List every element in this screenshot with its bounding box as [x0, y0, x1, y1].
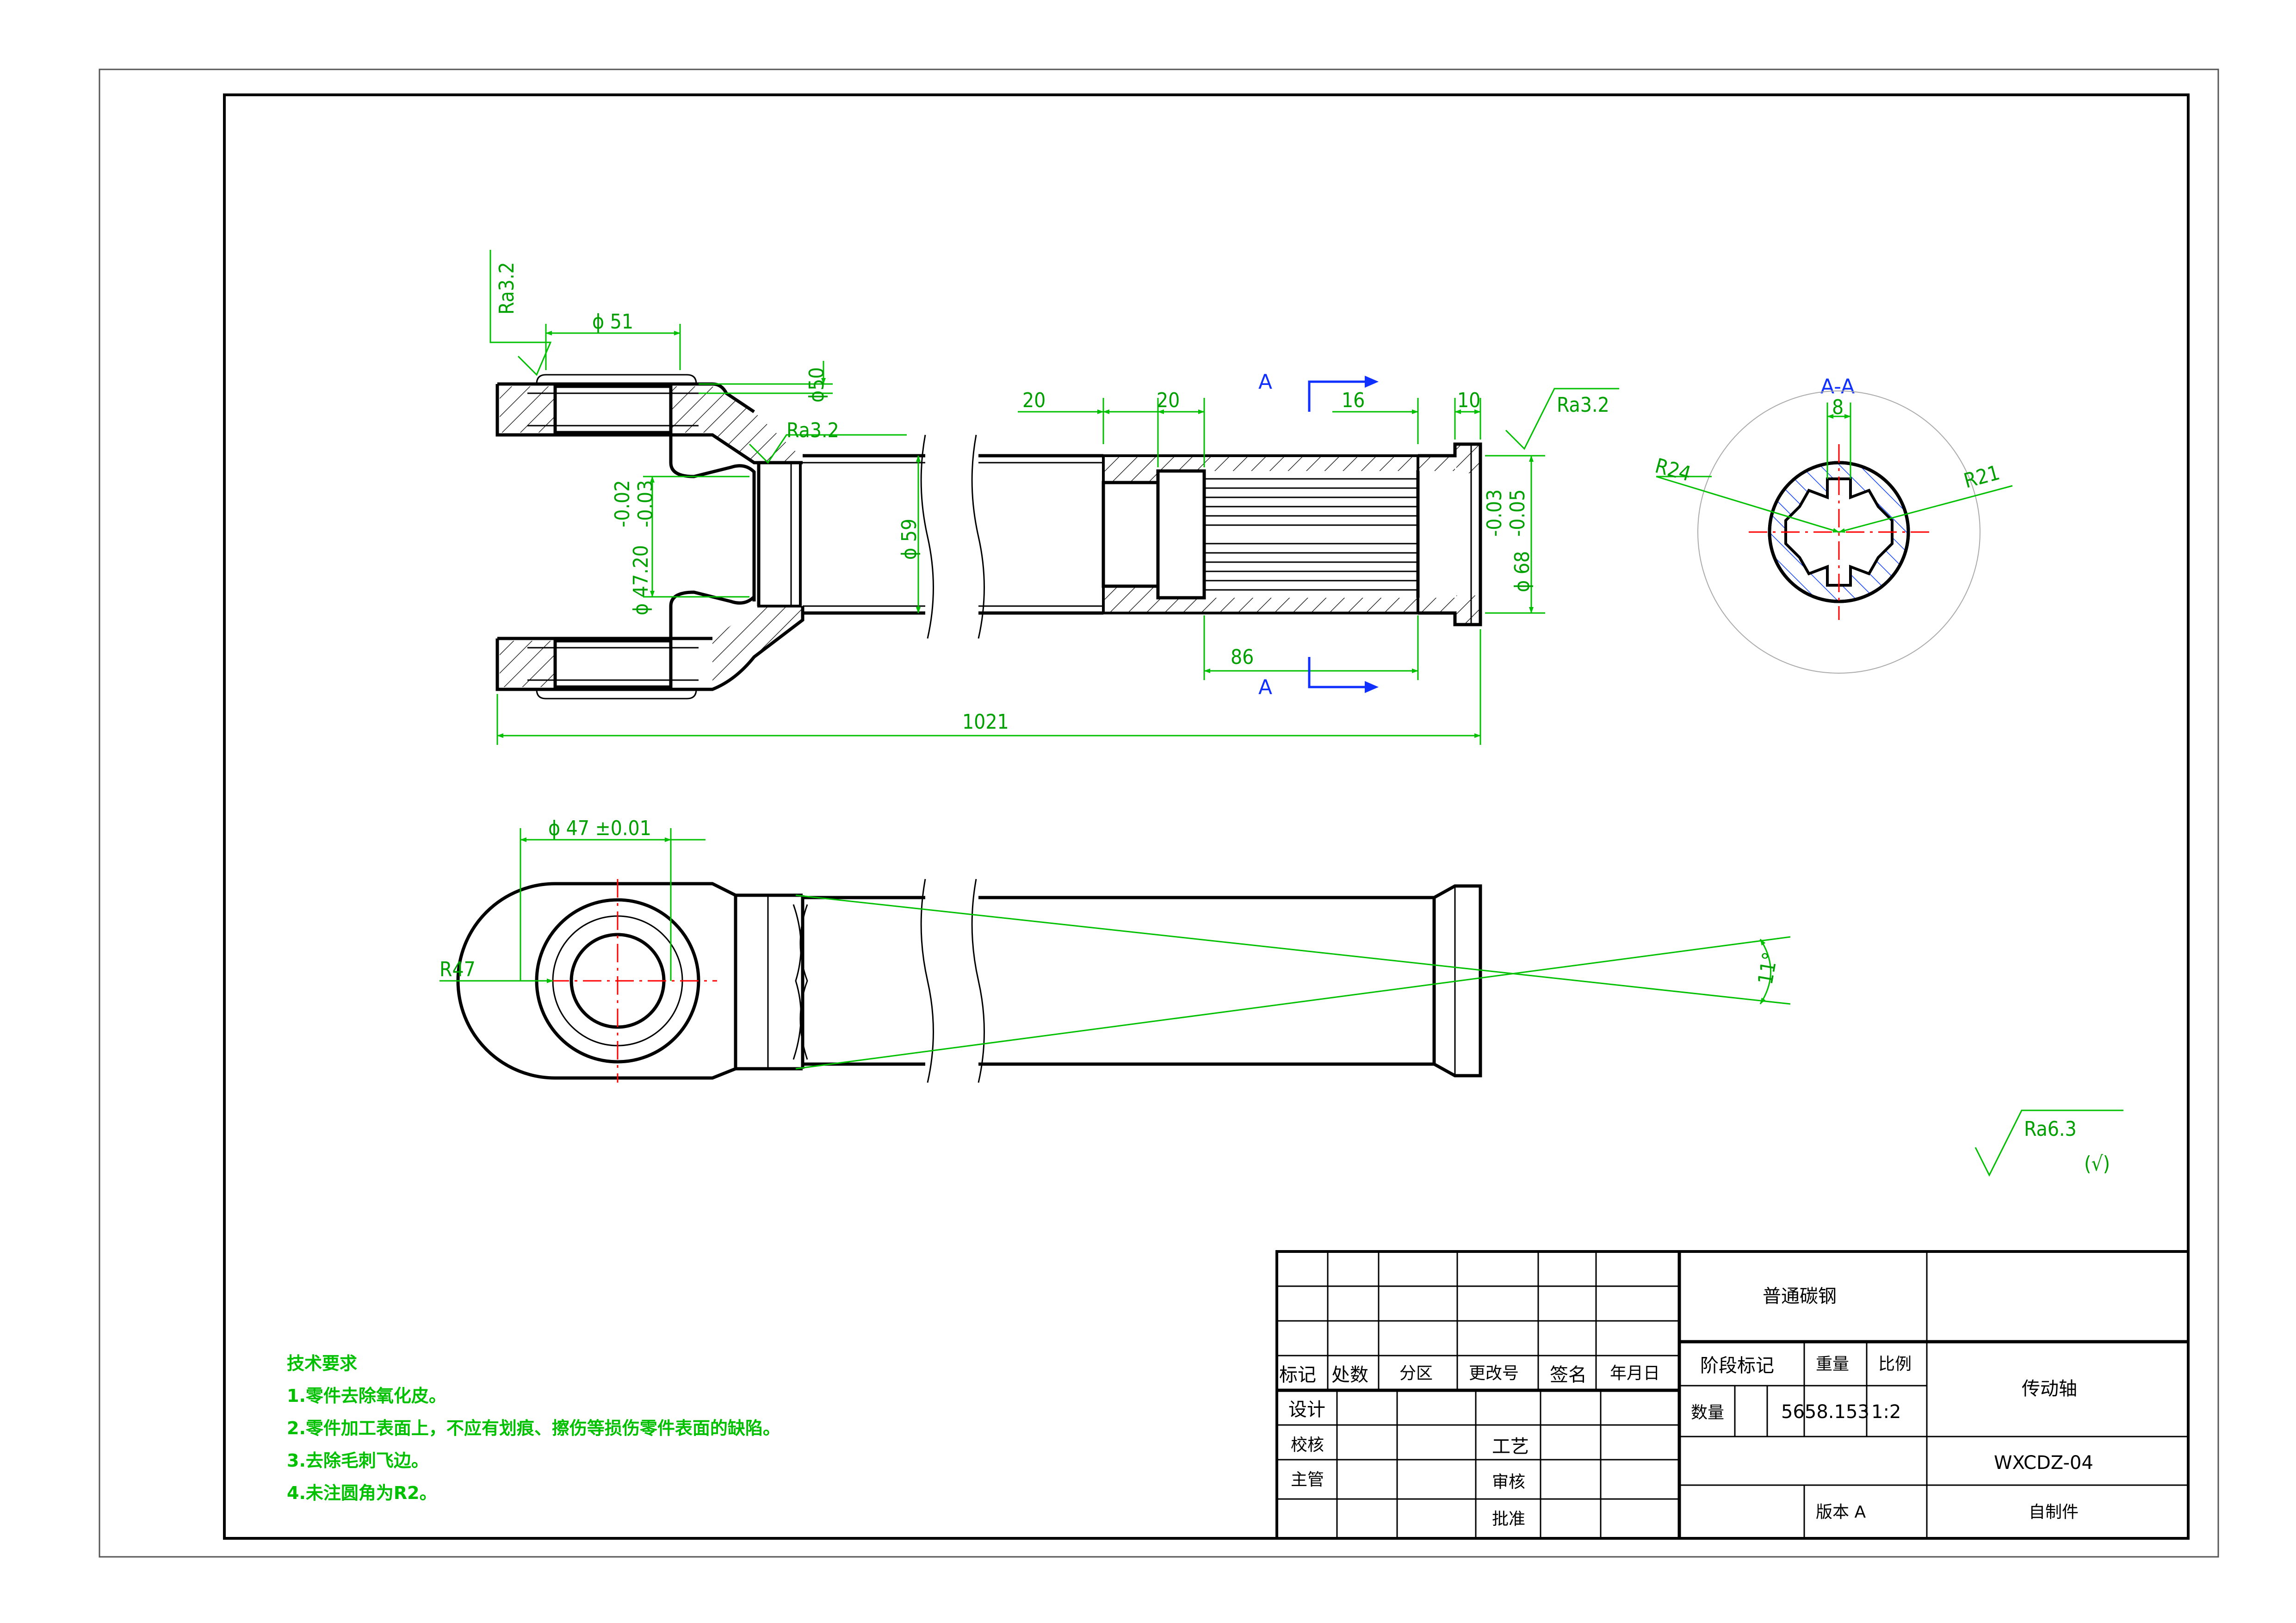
section-label-bottom: A [1258, 675, 1272, 699]
tb-rev-h-3: 更改号 [1469, 1364, 1519, 1383]
dim-d4720: ϕ 47.20 [629, 545, 653, 615]
dim-86: 86 [1231, 645, 1254, 669]
dim-angle-11: 11° [1754, 950, 1782, 986]
section-markers: A A [1258, 370, 1379, 699]
tb-stage: 阶段标记 [1700, 1355, 1774, 1376]
dim-1021: 1021 [962, 710, 1009, 734]
tol-lower-right: -0.05 [1506, 489, 1529, 537]
overall-roughness: Ra6.3 (√) [1974, 1109, 2123, 1177]
tech-notes-title: 技术要求 [287, 1353, 357, 1374]
tb-role-supervisor: 主管 [1291, 1470, 1324, 1489]
dim-d68: ϕ 68 [1510, 551, 1534, 592]
front-view-dimensions: Ra3.2 ϕ 51 ϕ50 Ra3.2 ϕ 47.20 -0.02 -0.03… [489, 250, 1619, 745]
tech-note-2: 2.零件加工表面上，不应有划痕、擦伤等损伤零件表面的缺陷。 [287, 1418, 780, 1438]
tb-role-review: 审核 [1492, 1473, 1525, 1492]
tb-rev-h-5: 年月日 [1610, 1364, 1660, 1383]
top-view-dimensions: ϕ 47 ±0.01 R47 11° [439, 817, 1791, 1070]
tb-rev-h-1: 处数 [1331, 1364, 1368, 1386]
ra63-label: Ra6.3 [2024, 1117, 2077, 1141]
dim-20a: 20 [1022, 389, 1046, 412]
section-view-title: A-A [1820, 375, 1855, 398]
tb-rev-h-4: 签名 [1550, 1364, 1587, 1386]
tb-scale: 1:2 [1871, 1401, 1901, 1423]
tb-rev-h-2: 分区 [1399, 1364, 1433, 1383]
dim-20b: 20 [1157, 389, 1180, 412]
tb-qty-label: 数量 [1691, 1403, 1724, 1422]
ra32-right-label: Ra3.2 [1557, 393, 1609, 417]
section-r24: R24 [1652, 454, 1693, 486]
title-block: 普通碳钢 传动轴 WXCDZ-04 自制件 版本 A 阶段标记 重量 比例 数量… [1275, 1250, 2190, 1540]
tb-material: 普通碳钢 [1763, 1286, 1837, 1307]
tb-part-name: 传动轴 [2022, 1378, 2077, 1400]
section-a-a-view: A-A 8 R24 R21 [1652, 375, 2013, 674]
tb-weight: 5658.153 [1781, 1401, 1869, 1423]
outer-border [99, 68, 2219, 1558]
ra63-note: (√) [2084, 1152, 2110, 1176]
technical-requirements: 技术要求 1.零件去除氧化皮。 2.零件加工表面上，不应有划痕、擦伤等损伤零件表… [287, 1353, 780, 1503]
top-view [456, 879, 1482, 1083]
tb-role-approve: 批准 [1492, 1510, 1525, 1529]
tb-version: 版本 A [1816, 1503, 1866, 1522]
dim-16: 16 [1342, 389, 1365, 412]
tb-role-design: 设计 [1288, 1399, 1325, 1420]
tol-lower-left: -0.03 [634, 480, 657, 527]
dim-d50: ϕ50 [805, 367, 829, 403]
tol-upper-left: -0.02 [611, 480, 634, 527]
dim-r47: R47 [439, 958, 476, 981]
section-width-8: 8 [1832, 396, 1844, 419]
section-r21: R21 [1962, 461, 2002, 493]
tech-note-4: 4.未注圆角为R2。 [287, 1483, 437, 1503]
dim-10: 10 [1457, 389, 1480, 412]
inner-border [223, 93, 2190, 1540]
spline-lines [1204, 478, 1418, 591]
section-label-top: A [1258, 370, 1272, 394]
dim-d59: ϕ 59 [897, 519, 921, 560]
tb-rev-h-0: 标记 [1279, 1364, 1316, 1386]
tb-source: 自制件 [2029, 1503, 2079, 1522]
ra32-top-label: Ra3.2 [495, 262, 519, 315]
tb-weight-label: 重量 [1816, 1355, 1849, 1374]
front-view [495, 374, 1482, 700]
tb-scale-label: 比例 [1878, 1355, 1912, 1374]
ra32-fork-label: Ra3.2 [786, 419, 839, 442]
tb-drawing-no: WXCDZ-04 [1994, 1452, 2093, 1474]
dim-d51: ϕ 51 [592, 310, 633, 334]
tech-note-1: 1.零件去除氧化皮。 [287, 1386, 446, 1406]
tb-role-check: 校核 [1291, 1436, 1324, 1455]
tb-role-process: 工艺 [1492, 1436, 1529, 1457]
tech-note-3: 3.去除毛刺飞边。 [287, 1450, 429, 1471]
tol-upper-right: -0.03 [1483, 489, 1506, 537]
dim-d47: ϕ 47 ±0.01 [548, 817, 651, 840]
